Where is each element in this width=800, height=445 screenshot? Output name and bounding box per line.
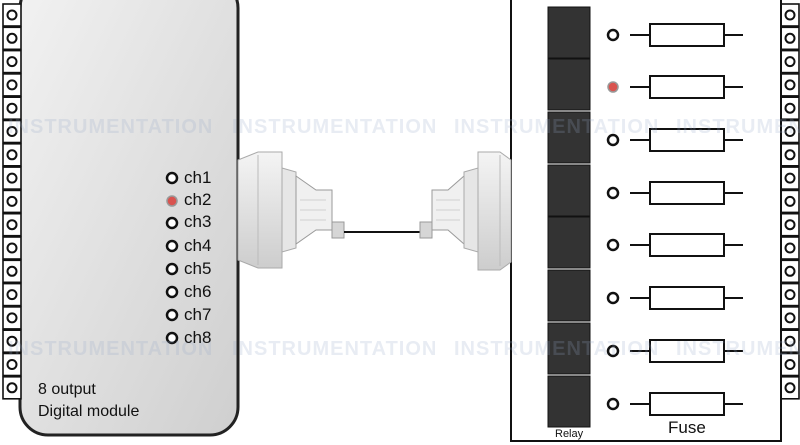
channel-label-ch8: ch8: [184, 328, 212, 347]
terminal-screw-icon: [6, 102, 18, 114]
channel-label-ch4: ch4: [184, 236, 212, 255]
channel-led: [165, 308, 179, 322]
channel-led: [165, 216, 179, 230]
output-led: [606, 28, 620, 42]
fuse-icon: [649, 286, 725, 310]
terminal-screw-icon: [6, 265, 18, 277]
terminal-screw-icon: [6, 149, 18, 161]
terminal-screw-icon: [6, 79, 18, 91]
channel-label-ch5: ch5: [184, 259, 212, 278]
terminal-screw-icon: [784, 9, 796, 21]
channel-label-ch7: ch7: [184, 305, 212, 324]
terminal-screw-icon: [6, 335, 18, 347]
channel-led: [165, 262, 179, 276]
terminal-screw-icon: [784, 312, 796, 324]
relay-rows: [547, 6, 743, 428]
terminal-screw-icon: [784, 126, 796, 137]
channel-led-on: [166, 195, 178, 207]
terminal-screw-icon: [6, 126, 18, 137]
right-terminal-strip: [780, 3, 800, 400]
terminal-screw-icon: [784, 56, 796, 68]
channel-label-ch3: ch3: [184, 212, 212, 231]
output-led: [606, 238, 620, 252]
channel-led: [165, 239, 179, 253]
terminal-screw-icon: [784, 289, 796, 301]
terminal-screw-icon: [6, 56, 18, 68]
terminal-screw-icon: [784, 335, 796, 347]
terminal-screw-icon: [6, 32, 18, 44]
output-led: [606, 344, 620, 358]
channel-led: [165, 331, 179, 345]
terminal-screw-icon: [784, 149, 796, 161]
channel-led: [165, 285, 179, 299]
output-led: [606, 186, 620, 200]
relay-block: [547, 6, 591, 59]
relay-block: [547, 322, 591, 375]
terminal-screw-icon: [784, 359, 796, 370]
fuse-icon: [649, 392, 725, 416]
output-led: [606, 397, 620, 411]
terminal-screw-icon: [784, 195, 796, 207]
relay-block: [547, 269, 591, 322]
module-title-line1: 8 output: [38, 381, 96, 398]
terminal-screw-icon: [6, 312, 18, 324]
terminal-screw-icon: [784, 32, 796, 44]
terminal-screw-icon: [784, 219, 796, 231]
channel-label-ch6: ch6: [184, 282, 212, 301]
relay-block: [547, 375, 591, 428]
fuse-icon: [649, 339, 725, 363]
terminal-screw-icon: [784, 242, 796, 254]
terminal-screw-icon: [6, 382, 18, 394]
terminal-screw-icon: [6, 172, 18, 184]
relay-block: [547, 111, 591, 164]
terminal-screw-icon: [6, 195, 18, 207]
fuse-icon: [649, 181, 725, 205]
channel-led: [165, 171, 179, 185]
terminal-screw-icon: [6, 289, 18, 301]
output-led: [606, 291, 620, 305]
terminal-screw-icon: [784, 382, 796, 394]
output-led: [606, 133, 620, 147]
relay-block: [547, 58, 591, 111]
output-led-on: [607, 81, 619, 93]
terminal-screw-icon: [784, 172, 796, 184]
relay-caption: Relay: [555, 428, 584, 440]
terminal-screw-icon: [784, 265, 796, 277]
terminal-screw-icon: [6, 359, 18, 370]
module-title-line2: Digital module: [38, 403, 140, 420]
terminal-screw-icon: [6, 9, 18, 21]
left-terminal-strip: [2, 3, 22, 400]
fuse-icon: [649, 75, 725, 99]
terminal-screw-icon: [6, 242, 18, 254]
right-connector: [419, 151, 512, 271]
terminal-screw-icon: [6, 219, 18, 231]
channel-label-ch1: ch1: [184, 168, 212, 187]
fuse-icon: [649, 233, 725, 257]
terminal-screw-icon: [784, 102, 796, 114]
channel-indicators: [165, 171, 179, 345]
channel-label-ch2: ch2: [184, 190, 212, 209]
relay-block: [547, 216, 591, 269]
fuse-icon: [649, 23, 725, 47]
relay-block: [547, 164, 591, 217]
fuse-icon: [649, 128, 725, 152]
fuse-caption: Fuse: [668, 418, 706, 437]
left-connector: [237, 151, 345, 269]
terminal-screw-icon: [784, 79, 796, 91]
